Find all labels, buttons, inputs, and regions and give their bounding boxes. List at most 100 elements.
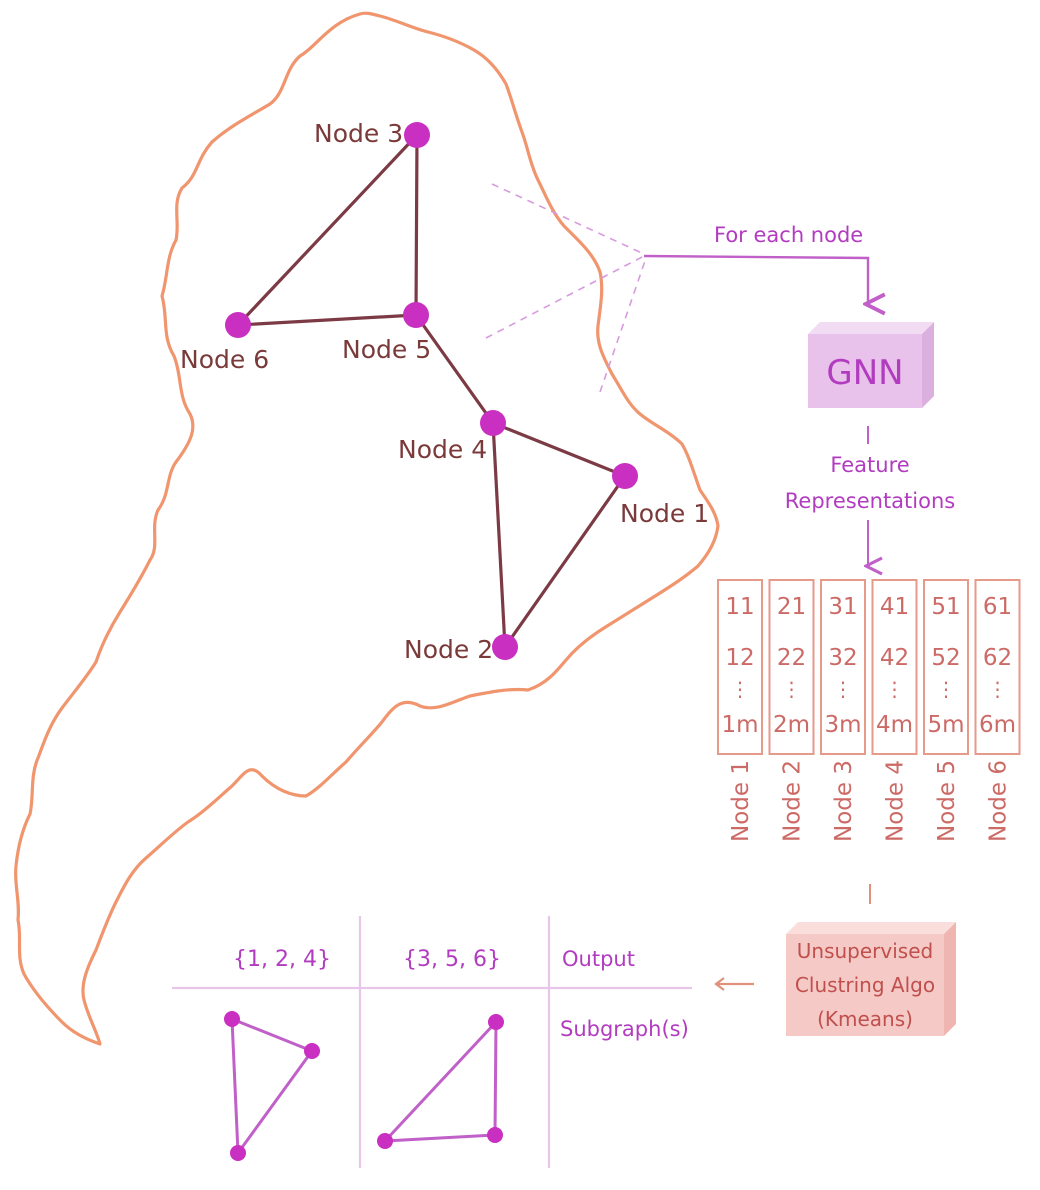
graph-nodes bbox=[225, 122, 638, 660]
subgraph-b-node bbox=[488, 1014, 504, 1030]
feature-node-label: Node 4 bbox=[883, 760, 909, 842]
feature-value-vm: 1m bbox=[721, 712, 758, 738]
feature-value-v2: 12 bbox=[725, 645, 754, 671]
graph-edge-1-2 bbox=[503, 474, 627, 649]
clustering-box: Unsupervised Clustring Algo (Kmeans) bbox=[786, 922, 956, 1036]
subgraph-a bbox=[224, 1011, 320, 1161]
graph-edge-3-6 bbox=[236, 133, 419, 327]
subgraph-a-node bbox=[224, 1011, 240, 1027]
feature-value-vm: 4m bbox=[876, 712, 913, 738]
graph-edge-3-5 bbox=[414, 133, 419, 317]
gnn-box: GNN bbox=[808, 322, 934, 408]
feature-box bbox=[871, 579, 918, 755]
feature-value-v1: 51 bbox=[931, 594, 960, 620]
graph-node-1 bbox=[612, 463, 638, 489]
feature-node-label: Node 5 bbox=[934, 760, 960, 842]
graph-node-6 bbox=[225, 312, 251, 338]
subgraph-b-node bbox=[377, 1133, 393, 1149]
graph-node-3 bbox=[404, 122, 430, 148]
cluster-label-line2: Clustring Algo bbox=[795, 973, 935, 997]
output-cluster-a: {1, 2, 4} bbox=[233, 947, 331, 972]
subgraph-b bbox=[377, 1014, 504, 1149]
feature-value-v2: 22 bbox=[777, 645, 806, 671]
output-grid bbox=[172, 916, 692, 1168]
graph-node-5 bbox=[403, 302, 429, 328]
subgraph-b-edge bbox=[493, 1020, 498, 1137]
subgraph-b-edge bbox=[383, 1020, 498, 1143]
feature-value-vm: 5m bbox=[927, 712, 964, 738]
graph-edge-4-2 bbox=[491, 421, 507, 649]
subgraph-a-edge bbox=[236, 1049, 314, 1155]
feature-box bbox=[717, 579, 763, 755]
feature-node-label: Node 3 bbox=[831, 760, 857, 842]
gnn-label: GNN bbox=[826, 353, 903, 393]
subgraph-label: Subgraph(s) bbox=[560, 1017, 689, 1041]
graph-edges bbox=[236, 133, 627, 649]
subgraph-a-node bbox=[304, 1043, 320, 1059]
graph-node-2 bbox=[492, 634, 518, 660]
feature-node-label: Node 6 bbox=[986, 760, 1012, 842]
feature-value-vm: 3m bbox=[824, 712, 861, 738]
subgraph-b-edge bbox=[383, 1133, 497, 1143]
feature-value-dots: ⋮ bbox=[885, 677, 905, 701]
feature-value-dots: ⋮ bbox=[833, 677, 853, 701]
feature-value-v2: 62 bbox=[983, 645, 1012, 671]
feature-value-dots: ⋮ bbox=[988, 677, 1008, 701]
feature-box bbox=[974, 579, 1021, 755]
feature-box bbox=[923, 579, 969, 755]
feature-value-dots: ⋮ bbox=[782, 677, 802, 701]
output-label: Output bbox=[562, 947, 635, 971]
graph-edge-6-5 bbox=[236, 313, 418, 327]
feature-value-dots: ⋮ bbox=[730, 677, 750, 701]
subgraph-a-edge bbox=[230, 1017, 240, 1155]
subgraph-a-edge bbox=[230, 1017, 314, 1053]
feature-value-v1: 21 bbox=[777, 594, 806, 620]
node-label-6: Node 6 bbox=[180, 345, 269, 374]
feature-value-v2: 32 bbox=[828, 645, 857, 671]
feature-value-v1: 31 bbox=[828, 594, 857, 620]
subgraph-b-node bbox=[487, 1127, 503, 1143]
node-label-4: Node 4 bbox=[398, 435, 487, 464]
ray-lower bbox=[485, 255, 645, 339]
graph-edge-4-1 bbox=[491, 421, 627, 478]
node-label-5: Node 5 bbox=[342, 335, 431, 364]
feature-value-v1: 11 bbox=[725, 594, 754, 620]
feature-value-dots: ⋮ bbox=[936, 677, 956, 701]
feature-node-label: Node 2 bbox=[780, 760, 806, 842]
graph-edge-5-4 bbox=[414, 313, 495, 425]
feature-value-v1: 61 bbox=[983, 594, 1012, 620]
node-label-1: Node 1 bbox=[620, 499, 709, 528]
feature-label-line1: Feature bbox=[830, 453, 909, 477]
graph-node-4 bbox=[480, 410, 506, 436]
subgraph-a-node bbox=[230, 1145, 246, 1161]
feature-value-v1: 41 bbox=[880, 594, 909, 620]
feature-value-v2: 42 bbox=[880, 645, 909, 671]
map-outline bbox=[13, 11, 720, 1046]
feature-node-label: Node 1 bbox=[728, 760, 754, 842]
feature-box bbox=[820, 579, 866, 755]
node-label-3: Node 3 bbox=[314, 119, 403, 148]
cluster-label-line1: Unsupervised bbox=[797, 939, 933, 963]
feature-value-vm: 6m bbox=[979, 712, 1016, 738]
cluster-output-arrow bbox=[714, 977, 754, 991]
ray-upper bbox=[491, 183, 645, 255]
feature-label-line2: Representations bbox=[785, 489, 955, 513]
dashed-rays bbox=[485, 183, 647, 393]
cluster-label-line3: (Kmeans) bbox=[817, 1007, 913, 1031]
for-each-node-label: For each node bbox=[714, 223, 863, 247]
feature-value-v2: 52 bbox=[931, 645, 960, 671]
output-cluster-b: {3, 5, 6} bbox=[403, 947, 501, 972]
feature-box bbox=[768, 579, 815, 755]
feature-value-vm: 2m bbox=[773, 712, 810, 738]
node-label-2: Node 2 bbox=[404, 635, 493, 664]
ray-down bbox=[599, 257, 647, 393]
